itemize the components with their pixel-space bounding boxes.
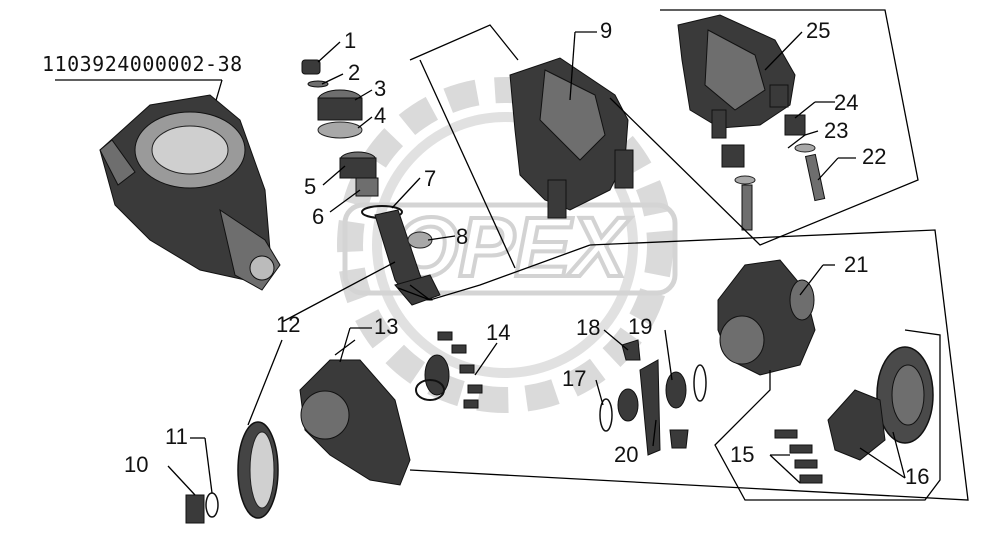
callout-22: 22 [862,144,886,169]
ring-gear [185,421,279,524]
callout-6: 6 [312,204,324,229]
callout-labels: 1 2 3 4 5 6 7 8 9 10 11 12 13 14 15 16 1… [124,18,929,489]
differential-housing [299,331,483,486]
callout-2: 2 [348,60,360,85]
callout-3: 3 [374,76,386,101]
callout-9: 9 [600,18,612,43]
carrier-kit [677,14,826,231]
carrier-part [509,57,634,219]
callout-13: 13 [374,314,398,339]
callout-24: 24 [834,90,858,115]
callout-7: 7 [424,166,436,191]
watermark-text: OPEX [393,200,631,294]
callout-12: 12 [276,312,300,337]
assembly-code: 1103924000002-38 [42,52,243,76]
callout-11: 11 [165,424,188,449]
callout-15: 15 [730,442,754,467]
axle-assembly-image [99,94,281,291]
callout-20: 20 [614,442,638,467]
watermark: OPEX [337,77,678,413]
callout-14: 14 [486,320,510,345]
pinion-parts [301,59,441,306]
callout-1: 1 [344,28,356,53]
callout-23: 23 [824,118,848,143]
callout-4: 4 [374,103,386,128]
leader-lines [167,31,906,496]
callout-17: 17 [562,366,586,391]
callout-5: 5 [304,174,316,199]
callout-19: 19 [628,314,652,339]
differential-case [717,259,816,376]
callout-25: 25 [806,18,830,43]
callout-8: 8 [456,224,468,249]
case-halves [774,346,934,484]
callout-21: 21 [844,252,868,277]
callout-10: 10 [124,452,148,477]
group-lines [334,9,969,501]
callout-16: 16 [905,464,929,489]
callout-18: 18 [576,315,600,340]
